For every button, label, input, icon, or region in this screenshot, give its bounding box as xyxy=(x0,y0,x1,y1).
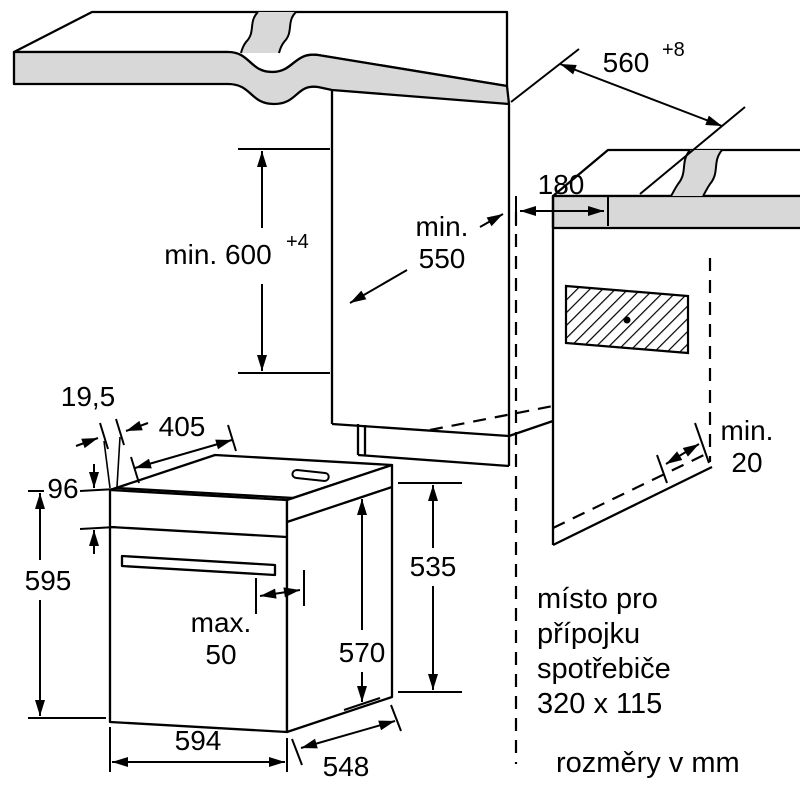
label-oven-width: 594 xyxy=(175,725,222,756)
dim-oven-width: 594 xyxy=(109,725,288,772)
note-connection: místo pro přípojku spotřebiče 320 x 115 xyxy=(537,583,671,720)
label-panel-height: 96 xyxy=(47,473,78,504)
connection-note-line2: přípojku xyxy=(537,618,640,650)
base-cabinet xyxy=(330,90,554,468)
hidden-edges xyxy=(429,212,712,764)
dim-oven-depth: 548 xyxy=(291,704,402,782)
dim-rear-offset: 180 xyxy=(515,169,609,226)
connection-note-line1: místo pro xyxy=(537,583,658,615)
plinth-bottom-edge xyxy=(357,436,511,468)
label-niche-width: 560 xyxy=(603,47,650,78)
label-niche-width-tolerance: +8 xyxy=(662,39,685,61)
label-inner-depth: 570 xyxy=(339,637,386,668)
oven-control-panel-line xyxy=(109,525,288,539)
dim-niche-height: min. 600 +4 xyxy=(164,148,330,374)
label-niche-height-tolerance: +4 xyxy=(286,231,309,253)
countertop-left xyxy=(12,10,511,106)
units-note: rozměry v mm xyxy=(556,747,740,779)
dim-niche-depth: min. 550 xyxy=(349,211,504,304)
label-top-depth: 405 xyxy=(159,411,206,442)
dim-niche-width: 560 +8 xyxy=(510,39,746,195)
floor-hidden-edge xyxy=(552,453,707,529)
oven xyxy=(108,453,394,734)
label-niche-depth-word: min. xyxy=(416,211,469,242)
side-panel-right xyxy=(551,148,800,547)
oven-front-frame-line xyxy=(116,486,295,500)
break-line xyxy=(278,11,297,54)
label-rear-offset: 180 xyxy=(538,169,585,200)
oven-vent-slot xyxy=(291,468,330,483)
oven-handle xyxy=(120,554,277,577)
break-line xyxy=(240,11,259,54)
label-side-height: 535 xyxy=(410,551,457,582)
oven-right-face xyxy=(285,463,394,734)
label-niche-height: min. 600 xyxy=(164,239,271,270)
niche-bottom-edge xyxy=(331,422,510,438)
dim-panel-height: 96 xyxy=(47,464,117,554)
countertop-right-top-face xyxy=(551,148,800,198)
label-handle-value: 50 xyxy=(205,639,236,670)
dim-side-height: 535 xyxy=(398,482,462,693)
label-niche-depth-value: 550 xyxy=(419,243,466,274)
dim-rear-gap: min. 20 xyxy=(656,415,774,484)
connection-note-line4: 320 x 115 xyxy=(537,688,662,720)
break-line xyxy=(670,149,691,197)
dim-top-depth: 405 xyxy=(130,411,237,484)
break-line xyxy=(702,149,723,197)
dim-inner-depth: 570 xyxy=(339,490,386,711)
countertop-left-break xyxy=(241,12,296,53)
panel-bottom-edge xyxy=(552,465,713,547)
connection-point-dot xyxy=(623,316,631,324)
dim-front-frame: 19,5 xyxy=(61,381,149,489)
label-front-frame: 19,5 xyxy=(61,381,116,412)
label-oven-height: 595 xyxy=(25,565,72,596)
dim-oven-height: 595 xyxy=(25,490,106,719)
dim-handle-protrusion: max. 50 xyxy=(191,570,305,670)
label-oven-depth: 548 xyxy=(323,751,370,782)
label-rear-gap-value: 20 xyxy=(731,447,762,478)
label-rear-gap-word: min. xyxy=(721,415,774,446)
label-handle-word: max. xyxy=(191,607,252,638)
connection-note-line3: spotřebiče xyxy=(537,653,671,685)
connection-area xyxy=(564,284,690,355)
